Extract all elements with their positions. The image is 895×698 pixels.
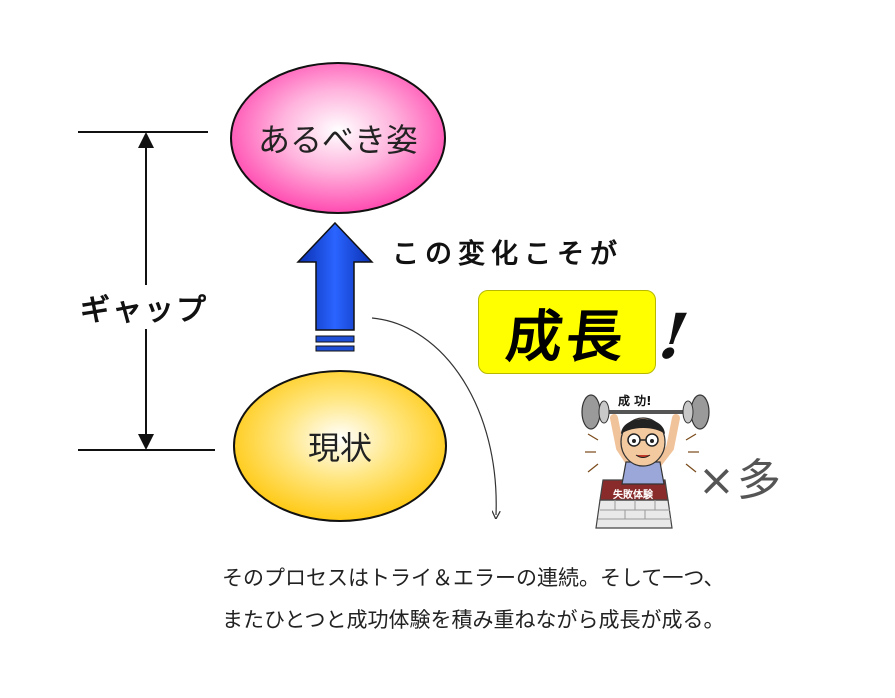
process-curve-arrow — [371, 317, 496, 515]
change-text: この変化こそが — [392, 239, 623, 270]
caption-line-1: そのプロセスはトライ＆エラーの連続。そして一つ、 — [222, 566, 725, 590]
growth-highlight-box: 成長 — [478, 290, 656, 374]
gap-label: ギャップ — [80, 285, 220, 329]
ideal-state-ellipse — [230, 62, 446, 214]
success-label: 成 功! — [618, 394, 652, 408]
growth-text: 成長 — [503, 303, 630, 370]
ideal-state-label: あるべき姿 — [257, 121, 418, 159]
caption-line-2: またひとつと成功体験を積み重ねながら成長が成る。 — [222, 608, 725, 632]
times-many-label: ×多 — [698, 455, 783, 506]
weightlifter-illustration — [581, 394, 710, 529]
failure-experience-label: 失敗体験 — [613, 490, 653, 501]
current-state-ellipse — [233, 370, 447, 522]
growth-up-arrow — [296, 221, 374, 352]
current-state-label: 現状 — [307, 429, 372, 467]
